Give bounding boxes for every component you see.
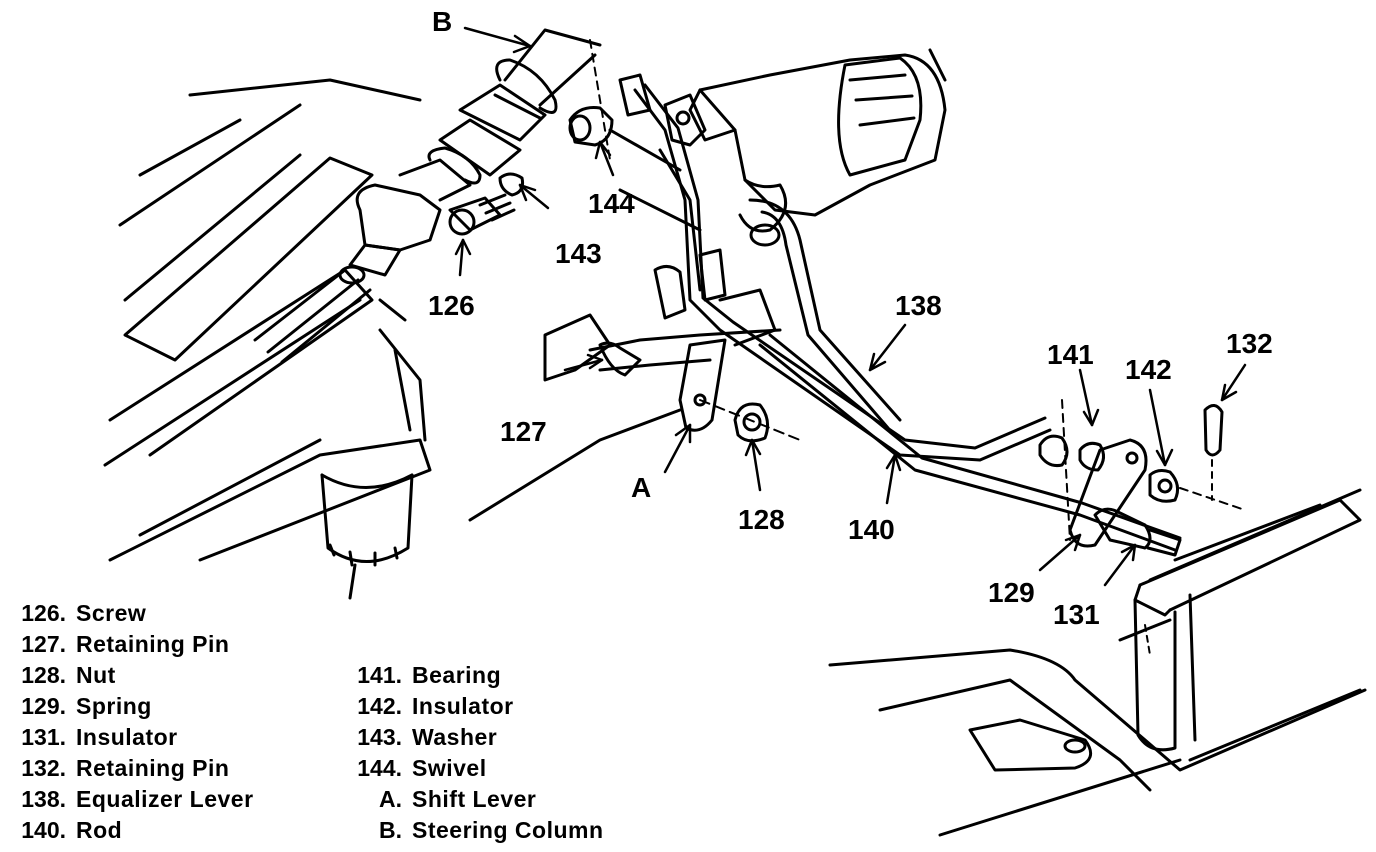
legend-description: Equalizer Lever (76, 786, 254, 812)
legend-number: 141. (357, 662, 402, 688)
legend-item: 129. Spring (0, 691, 254, 722)
callout-141: 141 (1047, 339, 1094, 370)
filter-canister (320, 473, 414, 600)
left-frame-rail (103, 78, 682, 562)
callout-144: 144 (588, 188, 635, 219)
legend-item: 127. Retaining Pin (0, 629, 254, 660)
legend-item: 126. Screw (0, 598, 254, 629)
legend-description: Retaining Pin (76, 755, 230, 781)
washer-143-screw-126 (448, 172, 524, 236)
legend-item: 141. Bearing (330, 660, 604, 691)
legend-number: 143. (357, 724, 402, 750)
legend-number: A. (379, 786, 402, 812)
legend-item: 131. Insulator (0, 722, 254, 753)
legend-number: 129. (21, 693, 66, 719)
legend-description: Washer (412, 724, 498, 750)
legend-right-column: 141. Bearing 142. Insulator 143. Washer 144… (330, 660, 604, 846)
legend-left-column: 126. Screw 127. Retaining Pin 128. Nut 129.… (0, 598, 254, 846)
legend-item: 128. Nut (0, 660, 254, 691)
legend-description: Rod (76, 817, 123, 843)
callout-128: 128 (738, 504, 785, 535)
callout-142: 142 (1125, 354, 1172, 385)
legend-item: A. Shift Lever (330, 784, 604, 815)
legend-number: 128. (21, 662, 66, 688)
legend-item: 144. Swivel (330, 753, 604, 784)
callout-a: A (631, 472, 652, 503)
legend-description: Swivel (412, 755, 487, 781)
callout-127: 127 (500, 416, 547, 447)
equalizer-lever-138-drawing (633, 83, 1052, 462)
callout-129: 129 (988, 577, 1035, 608)
steering-column-b (253, 28, 602, 364)
callout-126: 126 (428, 290, 475, 321)
legend-item: 140. Rod (0, 815, 254, 846)
legend-description: Insulator (412, 693, 514, 719)
legend-description: Steering Column (412, 817, 604, 843)
legend-number: 142. (357, 693, 402, 719)
legend-number: 138. (21, 786, 66, 812)
callout-132: 132 (1226, 328, 1273, 359)
legend-item: 138. Equalizer Lever (0, 784, 254, 815)
right-linkage-assembly (1038, 399, 1246, 557)
legend-number: B. (379, 817, 402, 843)
legend-item: 132. Retaining Pin (0, 753, 254, 784)
legend-description: Bearing (412, 662, 502, 688)
legend-description: Nut (76, 662, 116, 688)
swivel-144-parts (568, 39, 652, 161)
legend-description: Retaining Pin (76, 631, 230, 657)
legend-item: 142. Insulator (330, 691, 604, 722)
callout-143: 143 (555, 238, 602, 269)
legend-number: 132. (21, 755, 66, 781)
callout-b: B (432, 6, 453, 37)
legend-number: 126. (21, 600, 66, 626)
transmission-body (608, 48, 947, 292)
callout-140: 140 (848, 514, 895, 545)
legend-description: Screw (76, 600, 147, 626)
legend-number: 144. (357, 755, 402, 781)
legend-number: 127. (21, 631, 66, 657)
rod-140-drawing (758, 333, 1182, 552)
lower-right-frame (828, 488, 1367, 837)
callout-leader-arrows (454, 26, 1247, 587)
nut-128-drawing (733, 402, 770, 443)
legend-description: Insulator (76, 724, 178, 750)
legend-number: 140. (21, 817, 66, 843)
legend-description: Spring (76, 693, 152, 719)
legend-number: 131. (21, 724, 66, 750)
callout-138: 138 (895, 290, 942, 321)
legend-item: B. Steering Column (330, 815, 604, 846)
legend-item: 143. Washer (330, 722, 604, 753)
legend-description: Shift Lever (412, 786, 537, 812)
callout-131: 131 (1053, 599, 1100, 630)
